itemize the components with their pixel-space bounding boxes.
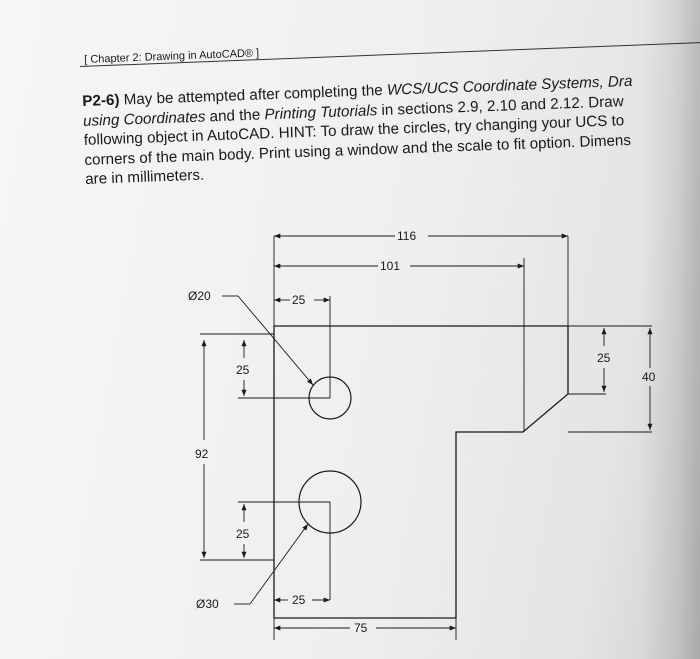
dim-25-top: 25	[292, 293, 306, 307]
leader-lines	[222, 295, 314, 605]
part-outline	[273, 325, 569, 619]
dim-25-left-top: 25	[236, 363, 250, 377]
dim-dia-20: Ø20	[188, 289, 211, 303]
dim-dia-30: Ø30	[196, 597, 219, 611]
dim-92: 92	[195, 447, 209, 461]
dim-25-left-bottom: 25	[236, 527, 250, 541]
dim-75: 75	[354, 621, 368, 635]
dimension-lines	[201, 233, 653, 631]
main-body-outline	[273, 325, 569, 619]
dim-40: 40	[642, 370, 656, 384]
extension-lines	[200, 236, 652, 640]
dim-25-right: 25	[597, 351, 611, 365]
dim-101: 101	[380, 259, 400, 273]
dim-25-bottom: 25	[292, 593, 306, 607]
dim-116: 116	[397, 229, 416, 243]
